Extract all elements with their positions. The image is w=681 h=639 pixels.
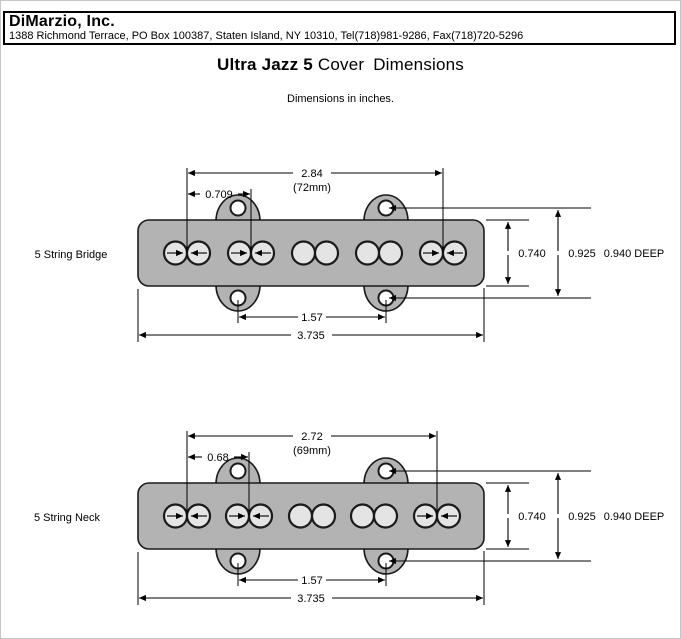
bridge-label: 5 String Bridge [35,249,108,261]
bridge-extension-lines [137,168,529,342]
bridge-leader-lines [388,204,591,302]
dim-overall-height: 0.925 [554,210,596,297]
dim-pole-span: 2.84 (72mm) [188,168,443,194]
dim-pole-pitch: 0.709 [188,189,250,201]
pole-piece [290,240,317,266]
dim-pole-span-mm: (69mm) [293,445,331,457]
neck-diagram: 2.72 (69mm) 0.68 0.740 0.925 0.940 DEEP [34,431,664,605]
neck-leader-lines [388,467,591,565]
dim-body-height-value: 0.740 [518,248,546,260]
pole-piece [313,240,340,266]
pole-piece [287,503,314,529]
company-name: DiMarzio, Inc. [9,13,115,30]
pole-piece [354,240,381,266]
dim-overall-width: 3.735 [139,330,484,342]
neck-pole-pieces [162,503,462,529]
page-title-suffix: Cover Dimensions [317,55,465,74]
dim-overall-width-value: 3.735 [297,330,325,342]
neck-extension-lines [137,431,529,605]
units-note: Dimensions in inches. [287,93,394,105]
dim-mount-hole-span: 1.57 [239,575,386,587]
pole-piece [372,503,399,529]
dim-depth-note: 0.940 DEEP [604,248,665,260]
pole-piece [349,503,376,529]
dim-body-height: 0.740 [504,222,546,285]
dim-pole-pitch-value: 0.68 [207,452,228,464]
dim-pole-pitch-value: 0.709 [205,189,233,201]
dim-pole-span-value: 2.72 [301,431,322,443]
pole-piece [377,240,404,266]
page-title-product: Ultra Jazz 5 [216,55,313,74]
dim-depth-note: 0.940 DEEP [604,511,665,523]
dim-mount-hole-span-value: 1.57 [301,312,322,324]
neck-label: 5 String Neck [34,512,101,524]
dim-mount-hole-span-value: 1.57 [301,575,322,587]
dim-mount-hole-span: 1.57 [239,312,386,324]
bridge-screw-holes [229,199,395,307]
dim-overall-width-value: 3.735 [297,593,325,605]
dim-pole-span-mm: (72mm) [293,182,331,194]
company-header: DiMarzio, Inc. 1388 Richmond Terrace, PO… [3,11,676,45]
screw-hole [229,199,247,217]
dim-pole-pitch: 0.68 [188,452,248,464]
bridge-pole-pieces [162,240,468,266]
dim-overall-height: 0.925 [554,472,596,559]
dim-overall-height-value: 0.925 [568,248,596,260]
dim-pole-span-value: 2.84 [301,168,322,180]
company-address: 1388 Richmond Terrace, PO Box 100387, St… [9,30,524,42]
pole-piece [310,503,337,529]
dim-body-height-value: 0.740 [518,511,546,523]
dim-overall-height-value: 0.925 [568,511,596,523]
neck-screw-holes [229,462,395,570]
dim-pole-span: 2.72 (69mm) [188,431,437,457]
screw-hole [229,462,247,480]
dim-overall-width: 3.735 [139,593,484,605]
dim-body-height: 0.740 [504,484,546,547]
bridge-diagram: 2.84 (72mm) 0.709 0.740 0.925 0.940 DE [35,168,665,342]
